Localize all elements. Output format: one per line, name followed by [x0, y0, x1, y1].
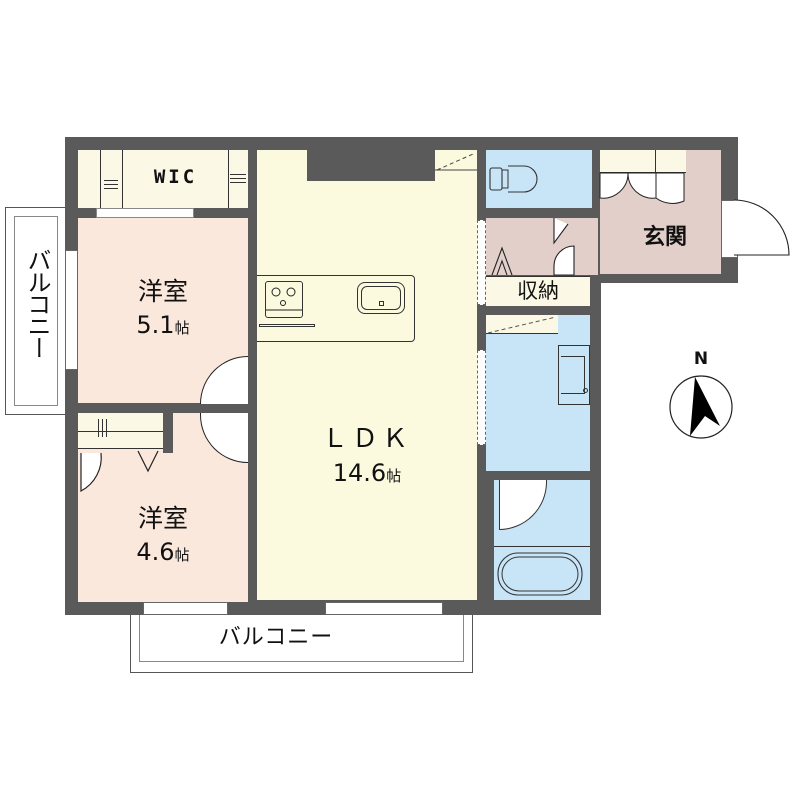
stove-icon: [265, 281, 303, 318]
bathtub-icon: [497, 552, 583, 596]
kitchen-drawer: [259, 324, 315, 327]
room-storage: 収納: [486, 276, 590, 306]
shoe-cabinet-doors-icon: [599, 172, 685, 204]
room-entrance: 玄関: [599, 150, 721, 274]
closet-door-icon: [80, 450, 159, 492]
room-hall: [486, 218, 598, 276]
room-washroom: [486, 315, 590, 471]
room-toilet: [486, 150, 592, 208]
washbasin-icon: [558, 345, 590, 405]
western-2-size-value: 4.6: [136, 538, 175, 566]
western-2-title: 洋室: [137, 504, 188, 533]
western-1-title: 洋室: [137, 277, 188, 306]
western-1-size-value: 5.1: [136, 311, 175, 339]
washroom-shelf: [486, 315, 558, 334]
western-1-size-unit: 帖: [174, 319, 190, 337]
room-bathroom: [494, 480, 590, 600]
balcony-left-label: バルコニー: [23, 248, 51, 358]
western-2-size: 4.6帖: [98, 538, 228, 567]
bathroom-door-opening: [499, 480, 547, 530]
western-2-window[interactable]: [143, 602, 228, 615]
ldk-sliding-door-lower[interactable]: [477, 350, 486, 445]
sink-icon: [357, 282, 405, 314]
western-2-size-unit: 帖: [174, 546, 190, 564]
room-ldk: ＬＤＫ 14.6帖: [257, 150, 477, 600]
front-door-swing-icon: [733, 199, 790, 256]
shoe-cabinet: [600, 150, 686, 173]
ldk-fridge-space: [435, 153, 477, 171]
entrance-label: 玄関: [642, 225, 687, 250]
kitchen-counter: [257, 275, 415, 342]
north-arrow-icon: [669, 375, 733, 439]
western-1-size: 5.1帖: [98, 311, 228, 340]
compass: N: [668, 349, 738, 445]
room-wic: WIC: [78, 150, 248, 208]
ldk-title: ＬＤＫ: [321, 424, 412, 454]
balcony-bottom-label: バルコニー: [218, 625, 334, 650]
toilet-icon: [489, 165, 538, 193]
ldk-size: 14.6帖: [287, 459, 447, 488]
room-western-2: 洋室 4.6帖: [78, 413, 248, 602]
ldk-sliding-door-upper[interactable]: [477, 220, 486, 305]
wic-label: WIC: [153, 166, 198, 188]
storage-label: 収納: [517, 279, 559, 303]
ldk-size-value: 14.6: [332, 459, 387, 487]
balcony-left: バルコニー: [5, 207, 67, 415]
ldk-window[interactable]: [325, 602, 443, 615]
compass-label: N: [693, 349, 709, 369]
hall-doors-icon: [491, 218, 575, 276]
wic-door[interactable]: [96, 208, 194, 218]
ldk-pillar: [307, 150, 435, 181]
ldk-size-unit: 帖: [386, 467, 402, 485]
western-1-window[interactable]: [65, 250, 78, 370]
balcony-bottom: バルコニー: [130, 612, 473, 673]
